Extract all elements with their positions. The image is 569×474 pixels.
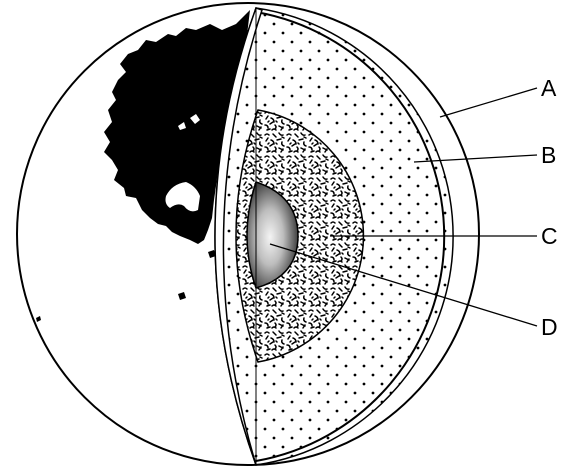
- label-c: C: [541, 223, 558, 249]
- leader-line-a: [440, 88, 537, 117]
- label-b: B: [541, 142, 556, 168]
- label-d: D: [541, 314, 558, 340]
- label-a: A: [541, 75, 557, 101]
